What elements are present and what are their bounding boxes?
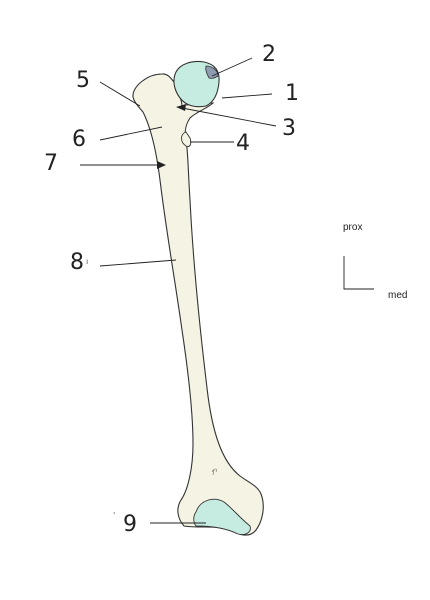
label-9: 9 (123, 512, 137, 537)
label-8-mark: ı (86, 257, 89, 266)
label-3: 3 (282, 116, 296, 141)
label-2: 2 (262, 42, 276, 67)
label-1: 1 (285, 81, 299, 106)
label-9-mark: ' (113, 511, 116, 520)
leader-line-5 (99, 81, 141, 107)
label-5: 5 (76, 68, 90, 93)
leader-line-8 (99, 259, 177, 267)
label-6: 6 (72, 127, 86, 152)
label-7: 7 (44, 151, 58, 176)
label-4: 4 (236, 131, 250, 156)
arrowhead-3 (176, 104, 186, 111)
distal-cartilage (193, 498, 251, 535)
label-8: 8 (70, 250, 84, 275)
lesser-trochanter (181, 131, 192, 147)
orientation-prox: prox (343, 222, 363, 233)
orientation-axes (343, 256, 374, 290)
orientation-med: med (388, 290, 408, 301)
arrowhead-7 (157, 161, 166, 169)
surface-mark (211, 468, 217, 476)
leader-line-1 (221, 93, 273, 99)
fovea-capitis (205, 65, 219, 79)
leader-line-3 (181, 107, 277, 127)
leader-line-2 (211, 57, 253, 77)
leader-line-6 (99, 126, 163, 141)
